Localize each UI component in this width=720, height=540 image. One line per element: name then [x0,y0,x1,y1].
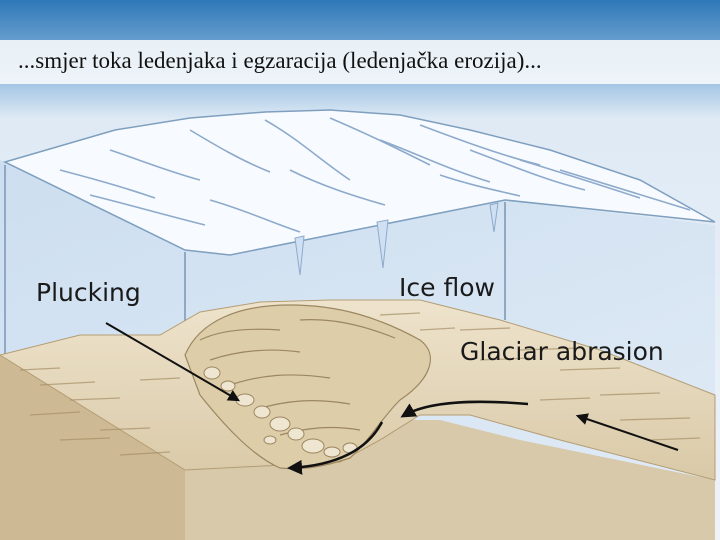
abrasion-arrow [575,413,679,451]
crevasse-drips [294,202,499,276]
ice-flow-arrow-upper [400,400,529,418]
caption-band [0,40,720,84]
slide-caption: ...smjer toka ledenjaka i egzaracija (le… [18,48,542,73]
striations [19,312,701,456]
bedrock-front [0,355,185,540]
ice-flow-arrow-lower [287,421,384,475]
bedrock-side [185,420,715,540]
glacial-abrasion-label: Glaciar abrasion [460,337,664,366]
roche-moutonnee [184,304,431,470]
ice-flow-label: Ice flow [399,273,495,302]
plucking-arrow [105,322,241,402]
plucking-label: Plucking [36,278,141,307]
crevasse-lines [59,117,691,233]
rock-ridges [199,319,396,436]
plucked-boulders [203,366,358,458]
